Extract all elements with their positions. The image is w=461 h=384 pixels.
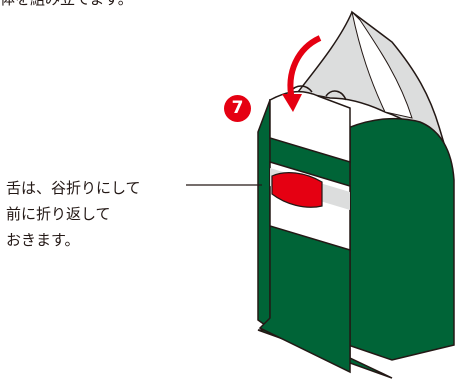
top-rim <box>269 90 351 164</box>
tongue-note: 舌は、谷折りにして 前に折り返して おきます。 <box>6 175 141 253</box>
tongue-note-line-2: 前に折り返して <box>6 205 111 223</box>
step-number-badge: 7 <box>224 95 251 122</box>
box-right-panel <box>347 117 455 361</box>
red-tongue <box>271 172 323 208</box>
tongue-note-line-3: おきます。 <box>6 231 80 249</box>
tongue-note-line-1: 舌は、谷折りにして <box>6 179 141 197</box>
top-instruction-text: 体を組み立てます。 <box>0 0 133 12</box>
fold-arrow-head <box>282 94 302 112</box>
fold-arrow <box>287 35 322 101</box>
lid-flap-side <box>351 10 413 119</box>
